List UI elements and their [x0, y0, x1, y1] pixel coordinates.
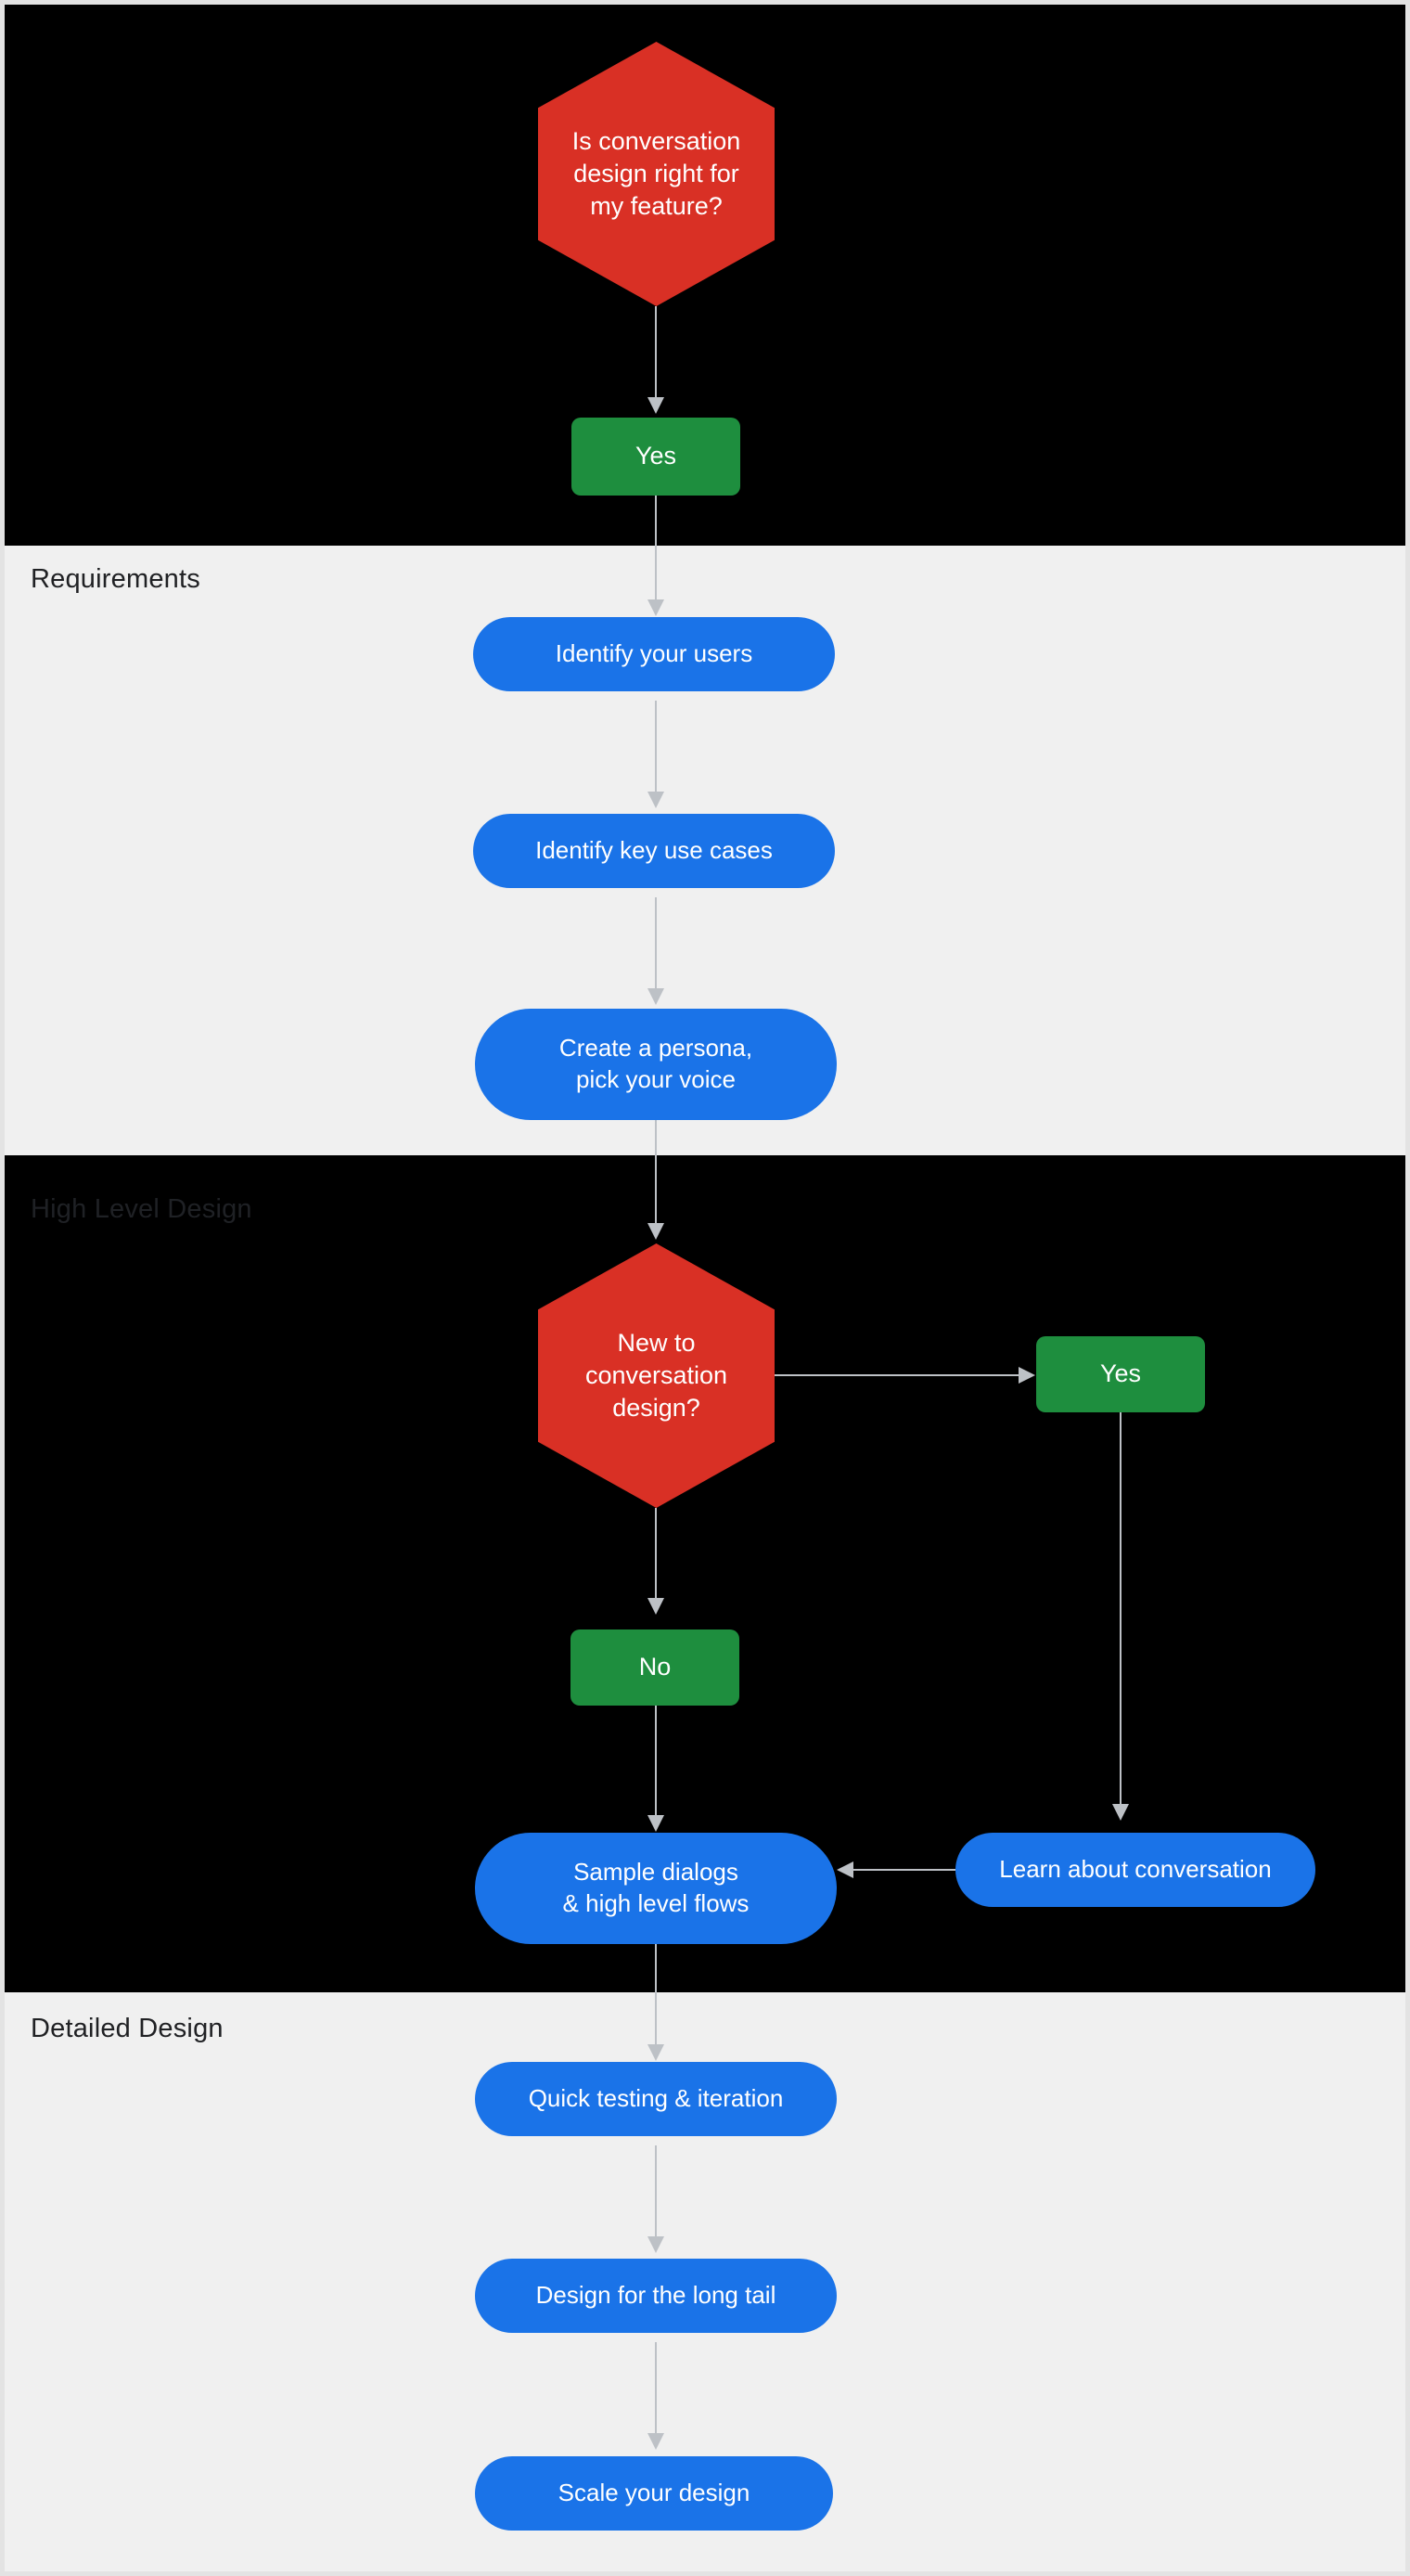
connector-long-tail-to-scale-design [655, 2342, 657, 2437]
decision-1-label: Is conversation design right for my feat… [571, 126, 741, 221]
arrowhead-decision2-to-yes2 [1019, 1367, 1035, 1384]
step-design-for-the-long-tail-label: Design for the long tail [535, 2281, 776, 2310]
connector-yes1-to-identify-users [655, 496, 657, 603]
arrowhead-yes1-to-identify-users [647, 599, 664, 616]
step-quick-testing-label: Quick testing & iteration [528, 2084, 784, 2113]
section-label-requirements: Requirements [31, 564, 200, 594]
step-identify-key-use-cases[interactable]: Identify key use cases [473, 814, 835, 888]
connector-persona-to-decision2 [655, 1120, 657, 1227]
section-label-high-level-design: High Level Design [31, 1194, 252, 1224]
connector-identify-users-to-use-cases [655, 701, 657, 795]
arrowhead-quick-testing-to-long-tail [647, 2236, 664, 2253]
answer-no-2-label: No [638, 1653, 672, 1681]
step-design-for-the-long-tail[interactable]: Design for the long tail [475, 2259, 837, 2333]
step-learn-about-conversation-label: Learn about conversation [999, 1855, 1272, 1884]
step-identify-your-users-label: Identify your users [555, 639, 753, 668]
step-sample-dialogs-and-high-level-flows[interactable]: Sample dialogs & high level flows [475, 1833, 837, 1944]
answer-yes-1-label: Yes [634, 442, 677, 470]
answer-yes-2[interactable]: Yes [1036, 1336, 1205, 1412]
decision-2-label: New to conversation design? [584, 1328, 728, 1423]
connector-sample-dialogs-to-quick-testing [655, 1944, 657, 2048]
step-sample-dialogs-label: Sample dialogs & high level flows [562, 1858, 750, 1917]
step-quick-testing-and-iteration[interactable]: Quick testing & iteration [475, 2062, 837, 2136]
connector-decision1-to-yes1 [655, 306, 657, 401]
section-label-detailed-design: Detailed Design [31, 2014, 224, 2043]
arrowhead-yes2-to-learn-about-conversation [1112, 1804, 1129, 1821]
arrowhead-identify-users-to-use-cases [647, 792, 664, 808]
arrowhead-use-cases-to-persona [647, 988, 664, 1005]
arrowhead-persona-to-decision2 [647, 1223, 664, 1240]
step-identify-key-use-cases-label: Identify key use cases [535, 836, 773, 865]
arrowhead-decision1-to-yes1 [647, 397, 664, 414]
connector-no-to-sample-dialogs [655, 1706, 657, 1819]
connector-yes2-to-learn-about-conversation [1120, 1412, 1122, 1807]
answer-yes-1[interactable]: Yes [571, 418, 740, 496]
connector-learn-to-sample-dialogs [853, 1869, 955, 1871]
answer-no-2[interactable]: No [570, 1629, 739, 1706]
step-learn-about-conversation[interactable]: Learn about conversation [955, 1833, 1315, 1907]
answer-yes-2-label: Yes [1099, 1359, 1142, 1388]
connector-decision2-to-yes2 [775, 1374, 1020, 1376]
step-create-a-persona-label: Create a persona, pick your voice [558, 1034, 753, 1093]
connector-decision2-to-no [655, 1508, 657, 1601]
step-create-a-persona[interactable]: Create a persona, pick your voice [475, 1009, 837, 1120]
connector-quick-testing-to-long-tail [655, 2145, 657, 2240]
step-identify-your-users[interactable]: Identify your users [473, 617, 835, 691]
arrowhead-no-to-sample-dialogs [647, 1815, 664, 1832]
arrowhead-long-tail-to-scale-design [647, 2433, 664, 2450]
arrowhead-sample-dialogs-to-quick-testing [647, 2044, 664, 2061]
step-scale-your-design-label: Scale your design [558, 2479, 750, 2507]
step-scale-your-design[interactable]: Scale your design [475, 2456, 833, 2531]
connector-use-cases-to-persona [655, 897, 657, 992]
arrowhead-decision2-to-no [647, 1598, 664, 1615]
arrowhead-learn-to-sample-dialogs [837, 1861, 853, 1878]
